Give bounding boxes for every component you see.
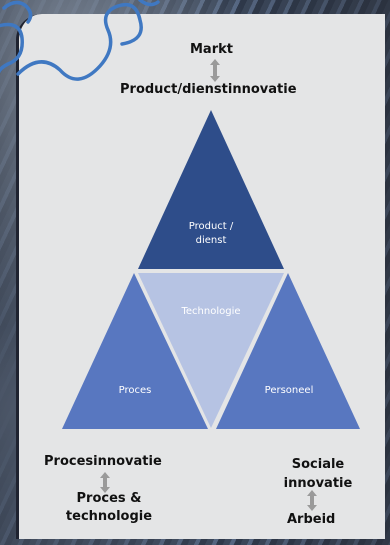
label-sociale-innovatie: Sociale innovatie <box>283 457 353 491</box>
label-product-dienstinnovatie: Product/dienstinnovatie <box>120 82 297 97</box>
label-procesinnovatie: Procesinnovatie <box>44 454 162 469</box>
double-arrow-icon-left <box>100 472 110 493</box>
triangle-technologie <box>138 273 284 428</box>
triangle-product-dienst <box>138 110 284 269</box>
puzzle-outline-icon-2 <box>2 0 33 24</box>
triangle-proces <box>62 273 208 429</box>
triangle-personeel <box>216 273 360 429</box>
label-markt: Markt <box>190 42 233 57</box>
triangle-left-label: Proces <box>119 385 152 396</box>
triangle-center-label: Technologie <box>180 306 240 317</box>
triangle-top-label-line2: dienst <box>196 235 227 246</box>
puzzle-outline-icon <box>0 0 160 81</box>
triangle-top-label-line1: Product / <box>189 221 234 232</box>
label-arbeid: Arbeid <box>287 512 336 527</box>
double-arrow-icon-right <box>307 490 317 511</box>
label-proces-technologie: Proces & technologie <box>65 491 153 524</box>
triangle-right-label: Personeel <box>265 385 314 396</box>
double-arrow-icon-top <box>210 59 220 82</box>
